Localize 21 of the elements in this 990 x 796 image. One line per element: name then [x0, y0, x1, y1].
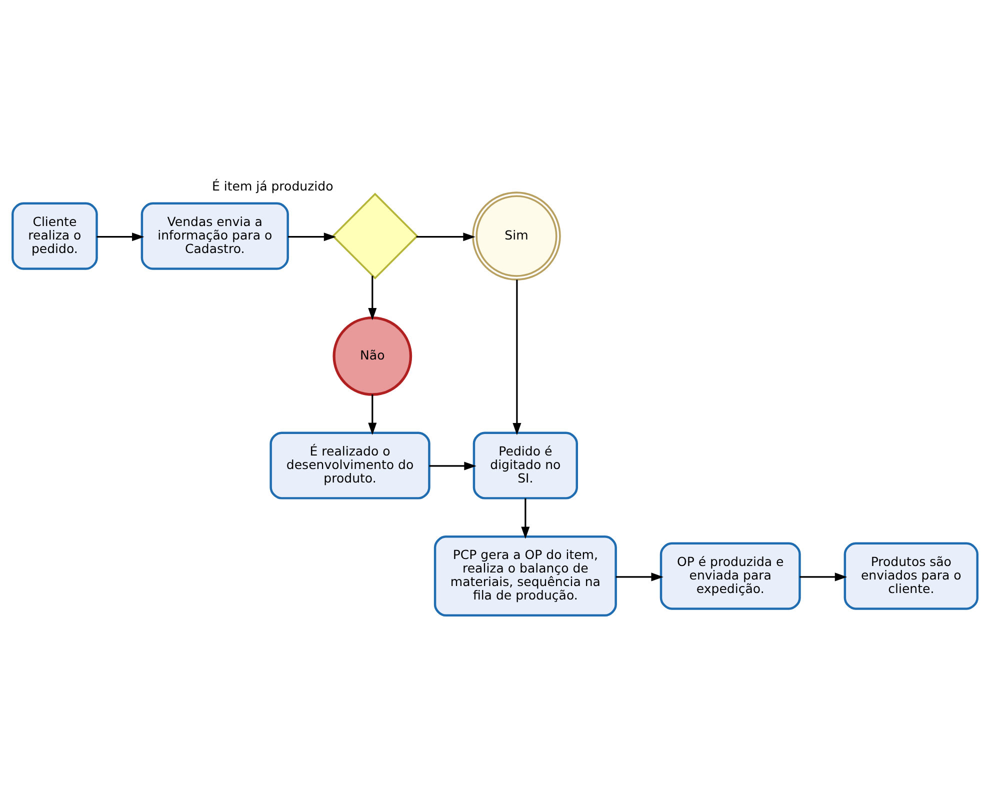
arrow — [429, 462, 476, 470]
node-box: OP é produzida e enviada para expedição. — [660, 542, 801, 610]
arrow — [288, 232, 336, 242]
arrow — [416, 232, 476, 242]
arrow — [616, 572, 664, 582]
arrow — [521, 498, 530, 539]
node-circle: Não — [332, 316, 412, 396]
arrow — [96, 232, 144, 242]
node-box: É realizado o desenvolvimento do produto. — [270, 432, 430, 500]
node-box: Cliente realiza o pedido. — [12, 202, 98, 270]
arrow — [368, 394, 377, 435]
node-label: É item já produzido — [212, 178, 334, 194]
arrow — [512, 280, 522, 436]
node-diamond — [332, 192, 418, 280]
arrow — [368, 276, 377, 320]
arrow — [800, 572, 848, 582]
node-box: Produtos são enviados para o cliente. — [844, 542, 978, 610]
node-box: PCP gera a OP do item, realiza o balanço de materiais, sequência na fila de produção. — [434, 536, 617, 617]
node-circle: Sim — [472, 192, 561, 280]
node-box: Pedido é digitado no SI. — [472, 432, 578, 500]
node-box: Vendas envia a informação para o Cadastro. — [140, 202, 289, 270]
